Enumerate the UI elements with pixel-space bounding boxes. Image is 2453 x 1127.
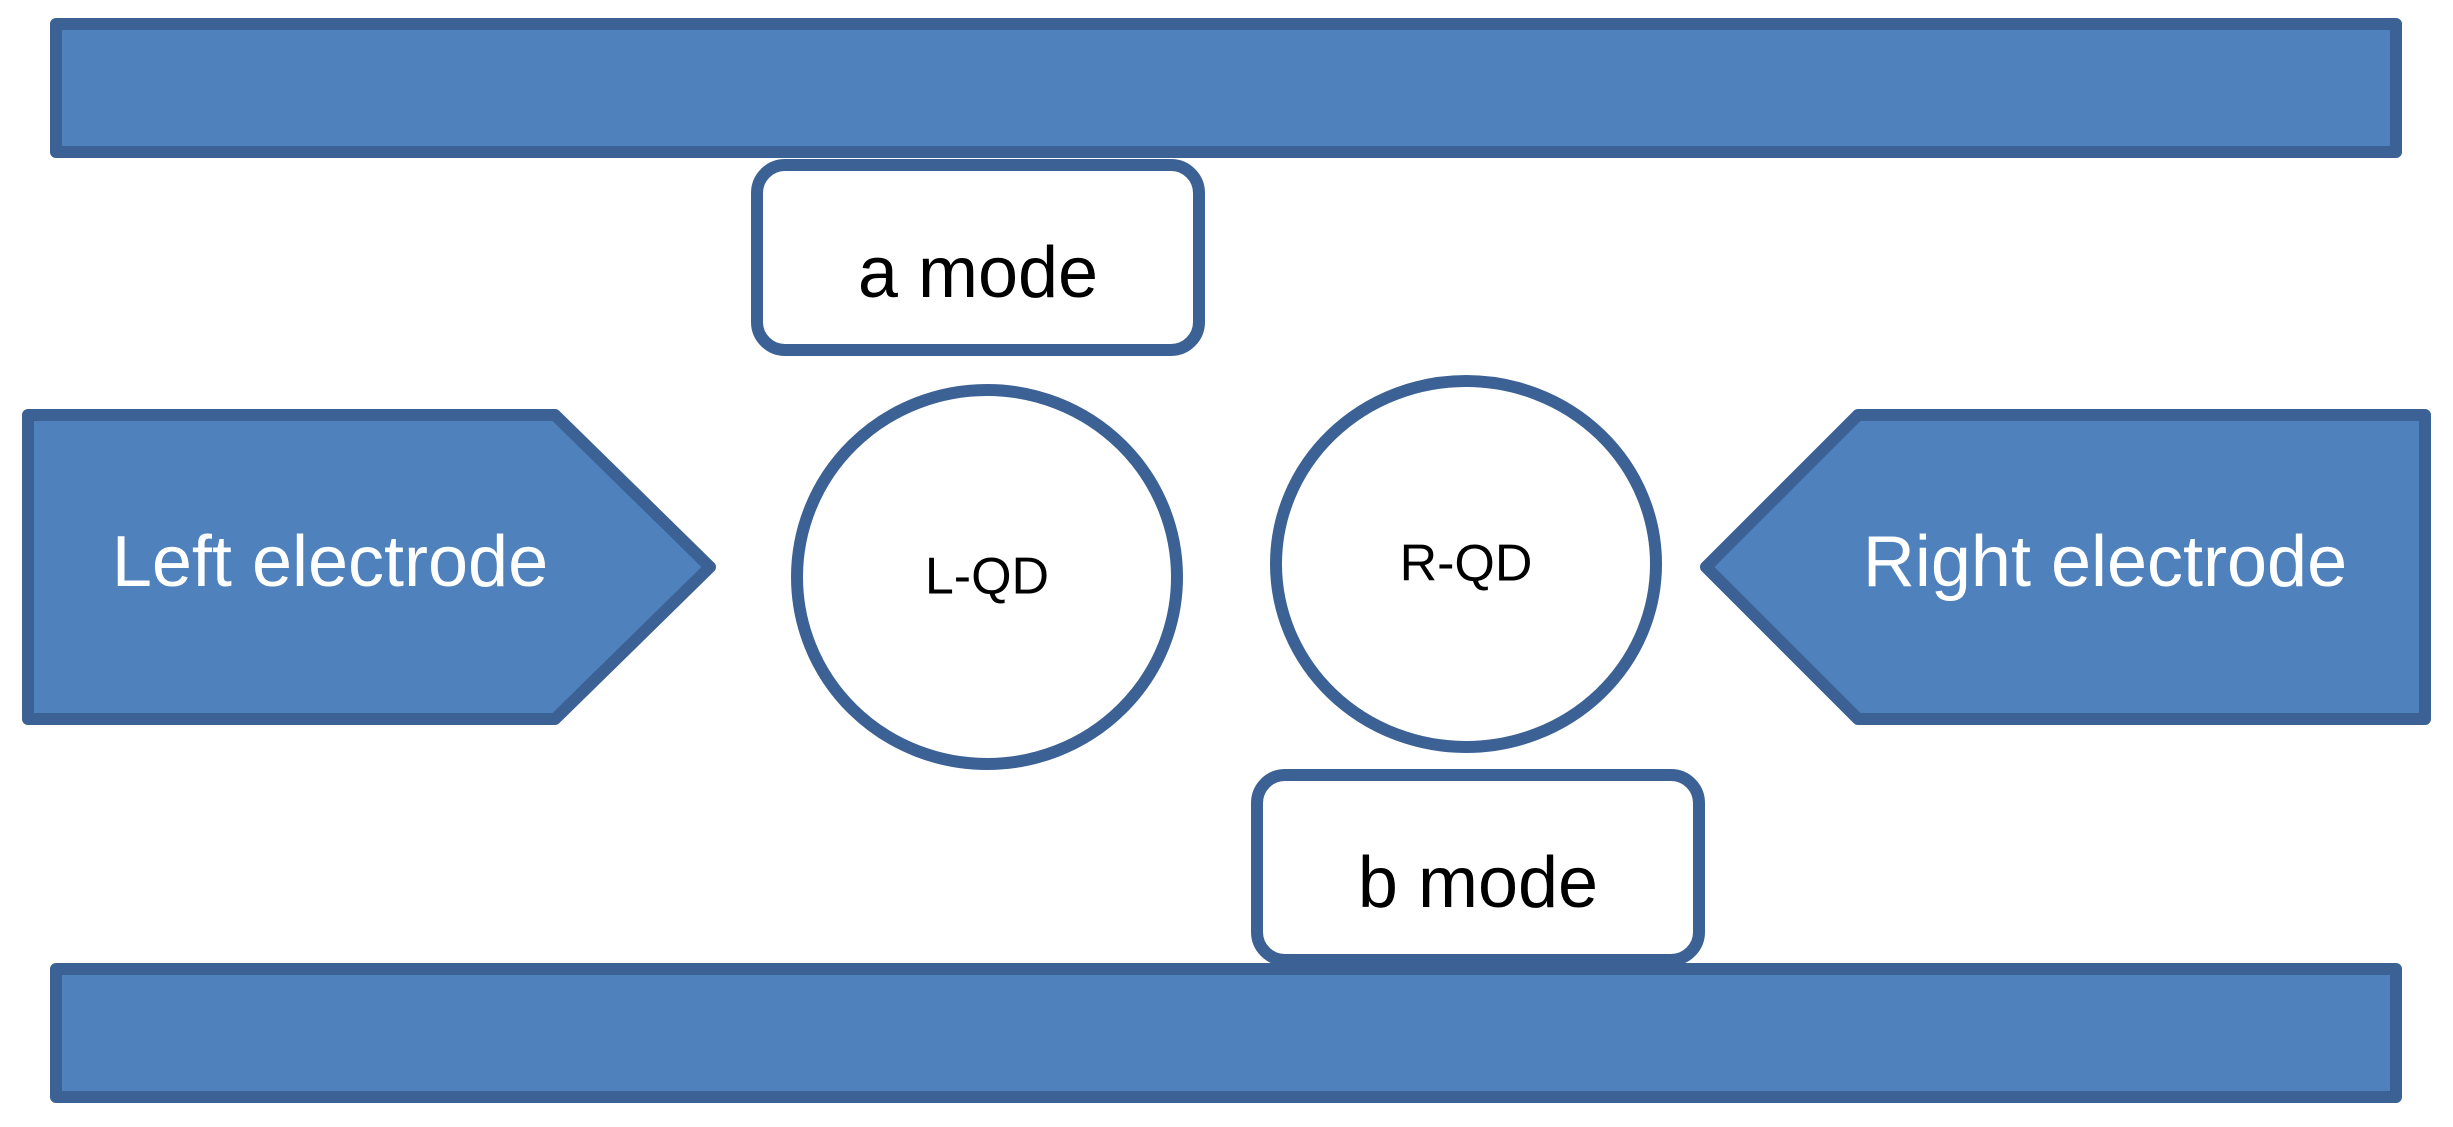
left-electrode-shape bbox=[22, 409, 716, 725]
left-quantum-dot-circle bbox=[791, 384, 1183, 770]
right-electrode: Right electrode bbox=[1700, 409, 2431, 725]
mode-a-frame bbox=[751, 159, 1205, 356]
mode-b-frame bbox=[1251, 769, 1705, 966]
left-quantum-dot: L-QD bbox=[791, 384, 1183, 770]
mode-a-label: a mode bbox=[858, 233, 1098, 313]
mode-a-box: a mode bbox=[751, 159, 1205, 356]
left-electrode-label: Left electrode bbox=[112, 522, 548, 602]
right-quantum-dot-label: R-QD bbox=[1400, 535, 1533, 593]
top-bar bbox=[50, 18, 2402, 158]
right-electrode-label: Right electrode bbox=[1863, 522, 2347, 602]
right-quantum-dot: R-QD bbox=[1270, 375, 1662, 753]
bottom-bar bbox=[50, 963, 2402, 1103]
right-electrode-shape bbox=[1700, 409, 2431, 725]
left-quantum-dot-label: L-QD bbox=[925, 548, 1049, 606]
right-quantum-dot-circle bbox=[1270, 375, 1662, 753]
mode-b-box: b mode bbox=[1251, 769, 1705, 966]
left-electrode: Left electrode bbox=[22, 409, 716, 725]
mode-b-label: b mode bbox=[1358, 843, 1598, 923]
